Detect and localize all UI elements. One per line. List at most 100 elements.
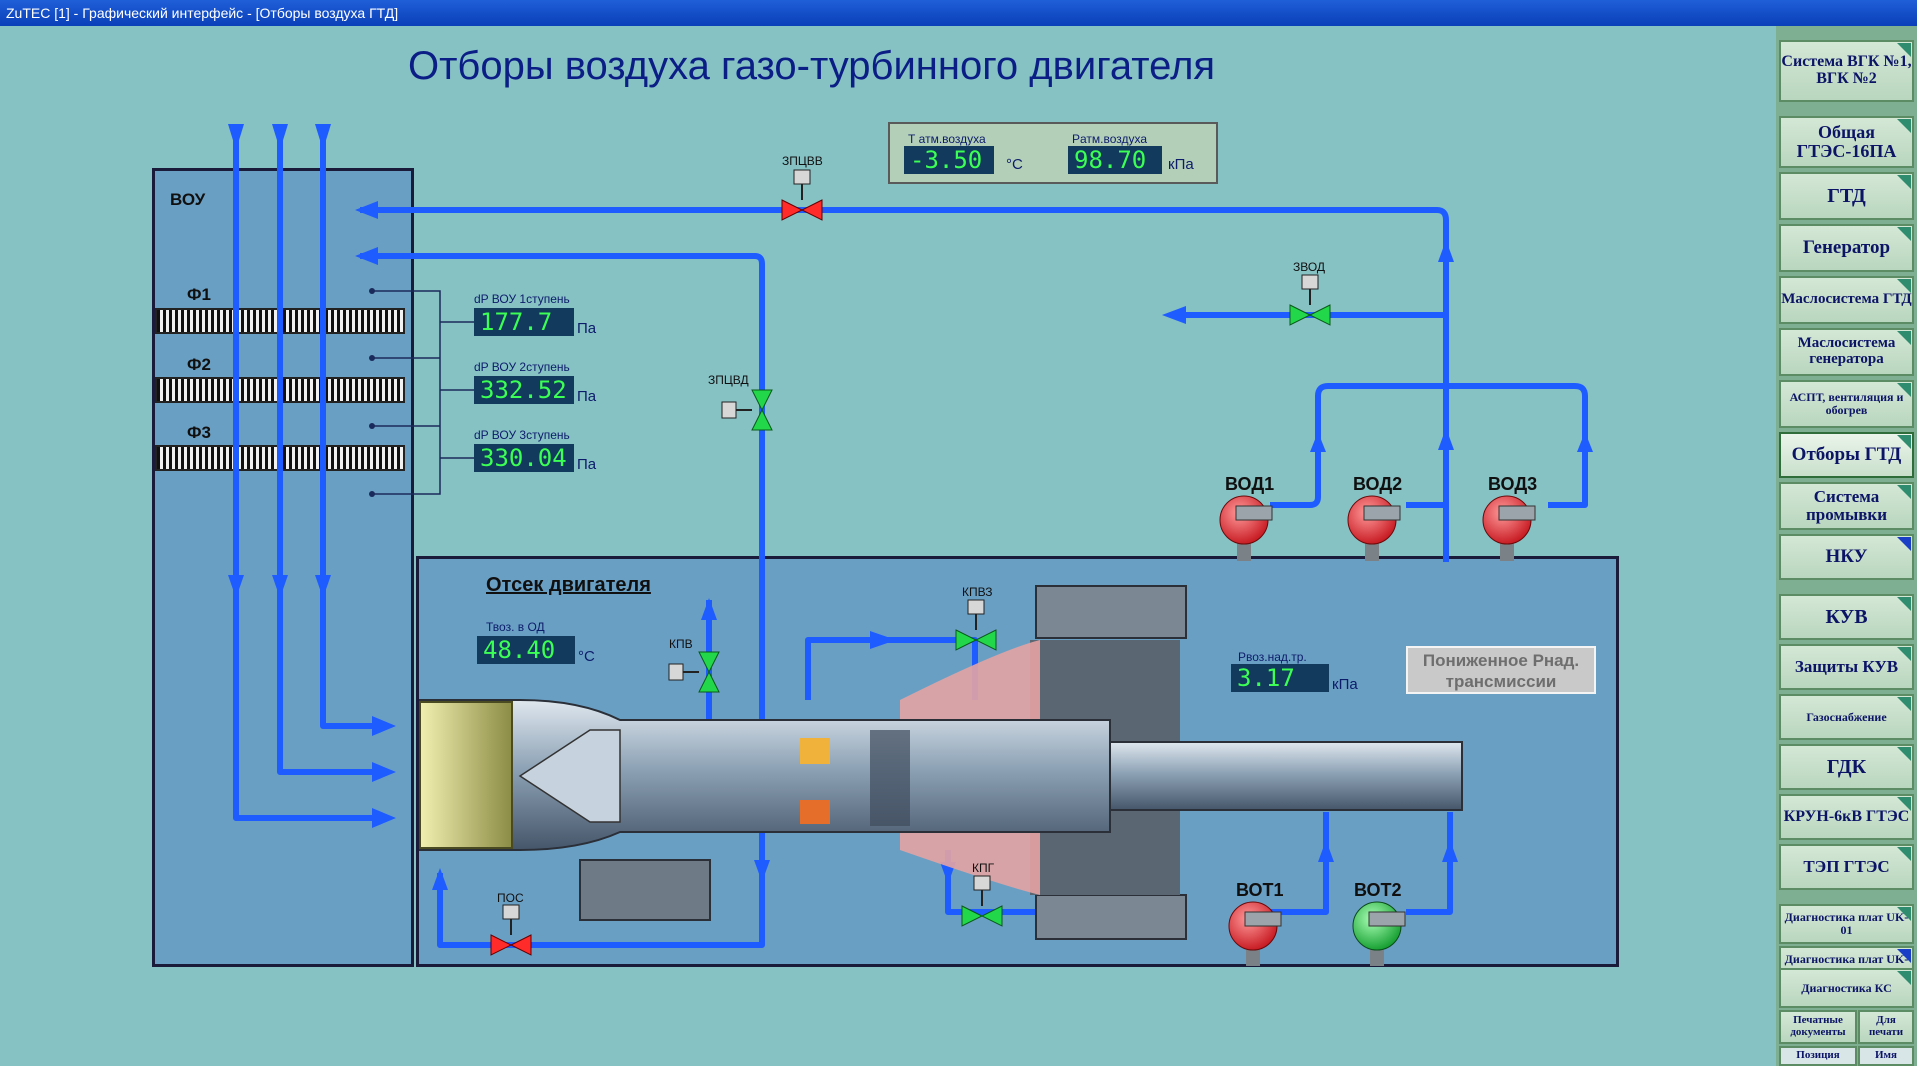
nav-name-label: Имя [1875, 1049, 1897, 1062]
corner-indicator [1897, 279, 1911, 293]
nav-print-docs[interactable]: Печатные документы [1779, 1010, 1857, 1044]
corner-indicator [1897, 597, 1911, 611]
corner-indicator [1897, 847, 1911, 861]
valve-pos[interactable] [490, 904, 532, 956]
dp2-unit: Па [577, 388, 597, 405]
nav-for-print-label: Для печати [1868, 1014, 1904, 1038]
nav-name[interactable]: Имя [1858, 1046, 1914, 1066]
fan-vot2[interactable] [1352, 901, 1406, 966]
atm-press-unit: кПа [1168, 156, 1194, 173]
engine-bay-title: Отсек двигателя [486, 574, 651, 596]
corner-indicator [1897, 949, 1911, 963]
nav-vgk-system[interactable]: Система ВГК №1, ВГК №2 [1779, 40, 1914, 102]
nav-krun-label: КРУН-6кВ ГТЭС [1783, 807, 1910, 825]
corner-indicator [1897, 537, 1911, 551]
nav-kuv[interactable]: КУВ [1779, 594, 1914, 640]
corner-indicator [1897, 175, 1911, 189]
valve-kpv[interactable] [668, 651, 720, 693]
valve-kpvz[interactable] [955, 599, 997, 651]
nav-nku[interactable]: НКУ [1779, 534, 1914, 580]
atm-press-label: Pатм.воздуха [1072, 132, 1148, 146]
nav-diag-ks[interactable]: Диагностика КС [1779, 968, 1914, 1008]
nav-position[interactable]: Позиция [1779, 1046, 1857, 1066]
dp2-display: 332.52 [474, 376, 574, 404]
valve-label-kpg: КПГ [972, 861, 995, 875]
nav-position-label: Позиция [1796, 1049, 1840, 1062]
nav-kuv-protection[interactable]: Защиты КУВ [1779, 644, 1914, 690]
corner-indicator [1897, 383, 1911, 397]
valve-label-zvod: ЗВОД [1293, 260, 1325, 274]
nav-print-docs-label: Печатные документы [1790, 1014, 1846, 1038]
fan-vod2[interactable] [1347, 495, 1401, 561]
nav-diag-uk01-label: Диагностика плат UK-01 [1784, 910, 1909, 937]
pipe-arrows [228, 124, 1593, 890]
nav-otbory-gtd[interactable]: Отборы ГТД [1779, 432, 1914, 478]
nav-nku-label: НКУ [1825, 546, 1868, 568]
pipe-zpcvd [360, 253, 765, 872]
filter-label-f1: Ф1 [187, 285, 211, 304]
nav-gtd-label: ГТД [1827, 184, 1866, 207]
valve-zpcvd[interactable] [721, 389, 773, 431]
nav-tep[interactable]: ТЭП ГТЭС [1779, 844, 1914, 890]
corner-indicator [1897, 797, 1911, 811]
nav-vgk-system-label: Система ВГК №1, ВГК №2 [1781, 53, 1912, 87]
fan-vod1[interactable] [1219, 495, 1273, 561]
window-title-bar: ZuTEC [1] - Графический интерфейс - [Отб… [0, 0, 1917, 26]
corner-indicator [1897, 971, 1911, 985]
nav-krun[interactable]: КРУН-6кВ ГТЭС [1779, 794, 1914, 840]
valve-label-zpcvv: ЗПЦВВ [782, 154, 823, 168]
filter-label-f3: Ф3 [187, 423, 211, 442]
nav-flushing[interactable]: Система промывки [1779, 482, 1914, 530]
nav-gdk[interactable]: ГДК [1779, 744, 1914, 790]
bay-press-label: Pвоз.над.тр. [1238, 650, 1307, 664]
nav-generator[interactable]: Генератор [1779, 224, 1914, 272]
corner-indicator [1897, 697, 1911, 711]
corner-indicator [1897, 227, 1911, 241]
nav-diag-uk01[interactable]: Диагностика плат UK-01 [1779, 904, 1914, 944]
nav-tep-label: ТЭП ГТЭС [1803, 857, 1890, 877]
pipe-top-return [360, 207, 1449, 562]
nav-aspt[interactable]: АСПТ, вентиляция и обогрев [1779, 380, 1914, 428]
fan-label-vot2: ВОТ2 [1354, 880, 1402, 900]
valve-zvod[interactable] [1289, 274, 1331, 326]
nav-gtes-general[interactable]: Общая ГТЭС-16ПА [1779, 116, 1914, 168]
nav-kuv-protection-label: Защиты КУВ [1794, 657, 1899, 677]
atm-temp-unit: °С [1006, 156, 1023, 173]
pipe-vod2 [1406, 386, 1449, 508]
nav-kuv-label: КУВ [1825, 605, 1868, 628]
nav-generator-label: Генератор [1802, 237, 1891, 259]
corner-indicator [1897, 647, 1911, 661]
sensor-leads [372, 290, 474, 495]
atm-press-display: 98.70 [1068, 146, 1162, 174]
pipe-vou-2 [277, 130, 380, 775]
pipe-vou-3 [320, 130, 380, 729]
vou-title: ВОУ [170, 190, 206, 209]
atm-panel: Т атм.воздуха -3.50 °С Pатм.воздуха 98.7… [888, 122, 1218, 184]
alarm-low-pressure: Пониженное Pнад. трансмиссии [1406, 646, 1596, 694]
bay-temp-label: Твоз. в ОД [486, 620, 545, 634]
page-title: Отборы воздуха газо-турбинного двигателя [408, 44, 1216, 88]
window-title: ZuTEC [1] - Графический интерфейс - [Отб… [6, 5, 399, 21]
nav-gas-supply-label: Газоснабжение [1806, 709, 1887, 724]
valve-label-zpcvd: ЗПЦВД [708, 373, 749, 387]
nav-oil-gtd[interactable]: Маслосистема ГТД [1779, 276, 1914, 324]
nav-aspt-label: АСПТ, вентиляция и обогрев [1789, 390, 1904, 417]
nav-oil-generator[interactable]: Маслосистема генератора [1779, 328, 1914, 376]
nav-gas-supply[interactable]: Газоснабжение [1779, 694, 1914, 740]
fan-vot1[interactable] [1228, 901, 1282, 966]
dp1-display: 177.7 [474, 308, 574, 336]
atm-temp-display: -3.50 [904, 146, 994, 174]
nav-gtd[interactable]: ГТД [1779, 172, 1914, 220]
valve-kpg[interactable] [961, 875, 1003, 927]
fan-vod3[interactable] [1482, 495, 1536, 561]
fan-label-vod1: ВОД1 [1225, 474, 1274, 494]
nav-gtes-general-label: Общая ГТЭС-16ПА [1796, 122, 1897, 161]
bay-temp-unit: °С [578, 648, 595, 665]
valve-zpcvv[interactable] [781, 169, 823, 221]
nav-for-print[interactable]: Для печати [1858, 1010, 1914, 1044]
filter-label-f2: Ф2 [187, 355, 211, 374]
dp1-label: dP ВОУ 1ступень [474, 292, 570, 306]
dp3-display: 330.04 [474, 444, 574, 472]
corner-indicator [1897, 747, 1911, 761]
